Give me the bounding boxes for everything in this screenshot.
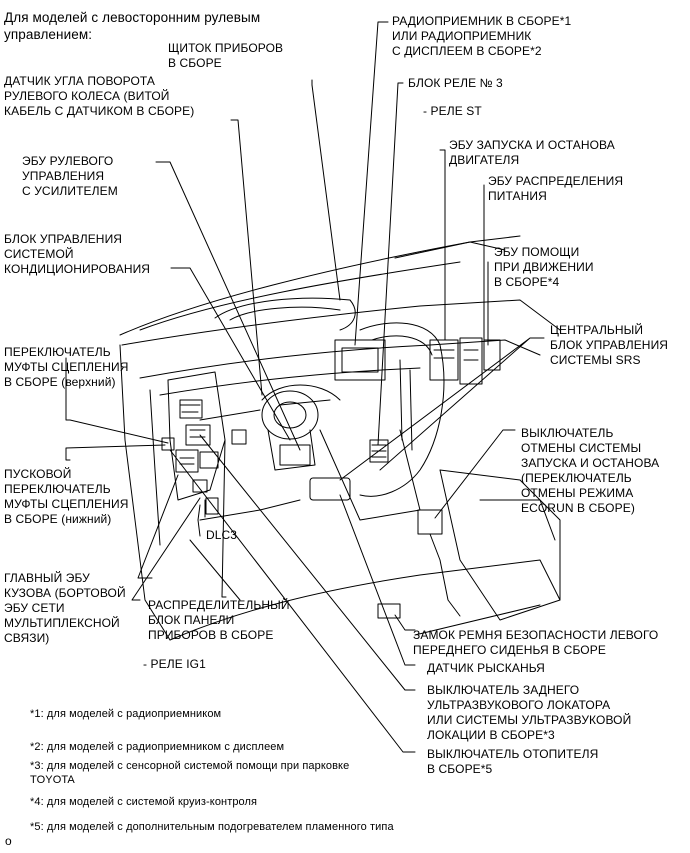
footnote-4: *4: для моделей с системой круиз-контрол… — [30, 796, 258, 808]
footnote-2: *2: для моделей с радиоприемником с дисп… — [30, 741, 285, 753]
label-relay-block-3: БЛОК РЕЛЕ № 3 — [408, 76, 503, 90]
label-power-distribution-ecu: ЭБУ РАСПРЕДЕЛЕНИЯ ПИТАНИЯ — [488, 174, 624, 203]
label-yaw-rate-sensor: ДАТЧИК РЫСКАНЬЯ — [427, 661, 545, 675]
label-ac-control: БЛОК УПРАВЛЕНИЯ СИСТЕМОЙ КОНДИЦИОНИРОВАН… — [4, 232, 151, 276]
label-clutch-switch-upper: ПЕРЕКЛЮЧАТЕЛЬ МУФТЫ СЦЕПЛЕНИЯ В СБОРЕ (в… — [4, 345, 129, 389]
label-heater-switch: ВЫКЛЮЧАТЕЛЬ ОТОПИТЕЛЯ В СБОРЕ*5 — [427, 747, 599, 776]
footnote-3: *3: для моделей с сенсорной системой пом… — [30, 760, 350, 786]
label-relay-st: - РЕЛЕ ST — [423, 104, 482, 118]
label-srs-center-unit: ЦЕНТРАЛЬНЫЙ БЛОК УПРАВЛЕНИЯ СИСТЕМЫ SRS — [550, 323, 669, 367]
label-radio-receiver: РАДИОПРИЕМНИК В СБОРЕ*1 ИЛИ РАДИОПРИЕМНИ… — [392, 14, 572, 58]
label-stop-start-cancel-switch: ВЫКЛЮЧАТЕЛЬ ОТМЕНЫ СИСТЕМЫ ЗАПУСКА И ОСТ… — [521, 426, 660, 515]
label-steering-angle-sensor: ДАТЧИК УГЛА ПОВОРОТА РУЛЕВОГО КОЛЕСА (ВИ… — [4, 74, 195, 118]
label-instrument-panel-junction-block: РАСПРЕДЕЛИТЕЛЬНЫЙ БЛОК ПАНЕЛИ ПРИБОРОВ В… — [148, 598, 290, 642]
windshield-outline — [119, 235, 521, 336]
footnote-5: *5: для моделей с дополнительным подогре… — [30, 821, 394, 833]
figure-code: o — [5, 834, 12, 848]
right-ecu-cluster — [429, 337, 501, 385]
label-dlc3: DLC3 — [206, 528, 238, 542]
label-eps-ecu: ЭБУ РУЛЕВОГО УПРАВЛЕНИЯ С УСИЛИТЕЛЕМ — [22, 154, 118, 198]
label-stop-start-ecu: ЭБУ ЗАПУСКА И ОСТАНОВА ДВИГАТЕЛЯ — [449, 138, 615, 167]
label-sonar-switch: ВЫКЛЮЧАТЕЛЬ ЗАДНЕГО УЛЬТРАЗВУКОВОГО ЛОКА… — [427, 683, 632, 742]
footnote-1: *1: для моделей с радиоприемником — [30, 708, 222, 720]
label-seat-belt-buckle: ЗАМОК РЕМНЯ БЕЗОПАСНОСТИ ЛЕВОГО ПЕРЕДНЕГ… — [413, 628, 659, 657]
label-combination-meter: ЩИТОК ПРИБОРОВ В СБОРЕ — [168, 41, 284, 70]
steering-column — [261, 384, 341, 471]
label-relay-ig1: - РЕЛЕ IG1 — [143, 657, 206, 671]
steering-wheel — [359, 322, 445, 497]
header-note: Для моделей с левосторонним рулевым упра… — [4, 10, 261, 42]
leader-lines — [65, 21, 545, 753]
label-driving-support-ecu: ЭБУ ПОМОЩИ ПРИ ДВИЖЕНИИ В СБОРЕ*4 — [494, 245, 594, 289]
junction-block-area — [161, 371, 247, 515]
label-clutch-start-switch-lower: ПУСКОВОЙ ПЕРЕКЛЮЧАТЕЛЬ МУФТЫ СЦЕПЛЕНИЯ В… — [4, 467, 129, 526]
center-stack — [319, 339, 421, 521]
dashboard-outline — [119, 297, 561, 641]
label-main-body-ecu: ГЛАВНЫЙ ЭБУ КУЗОВА (БОРТОВОЙ ЭБУ СЕТИ МУ… — [4, 571, 126, 645]
